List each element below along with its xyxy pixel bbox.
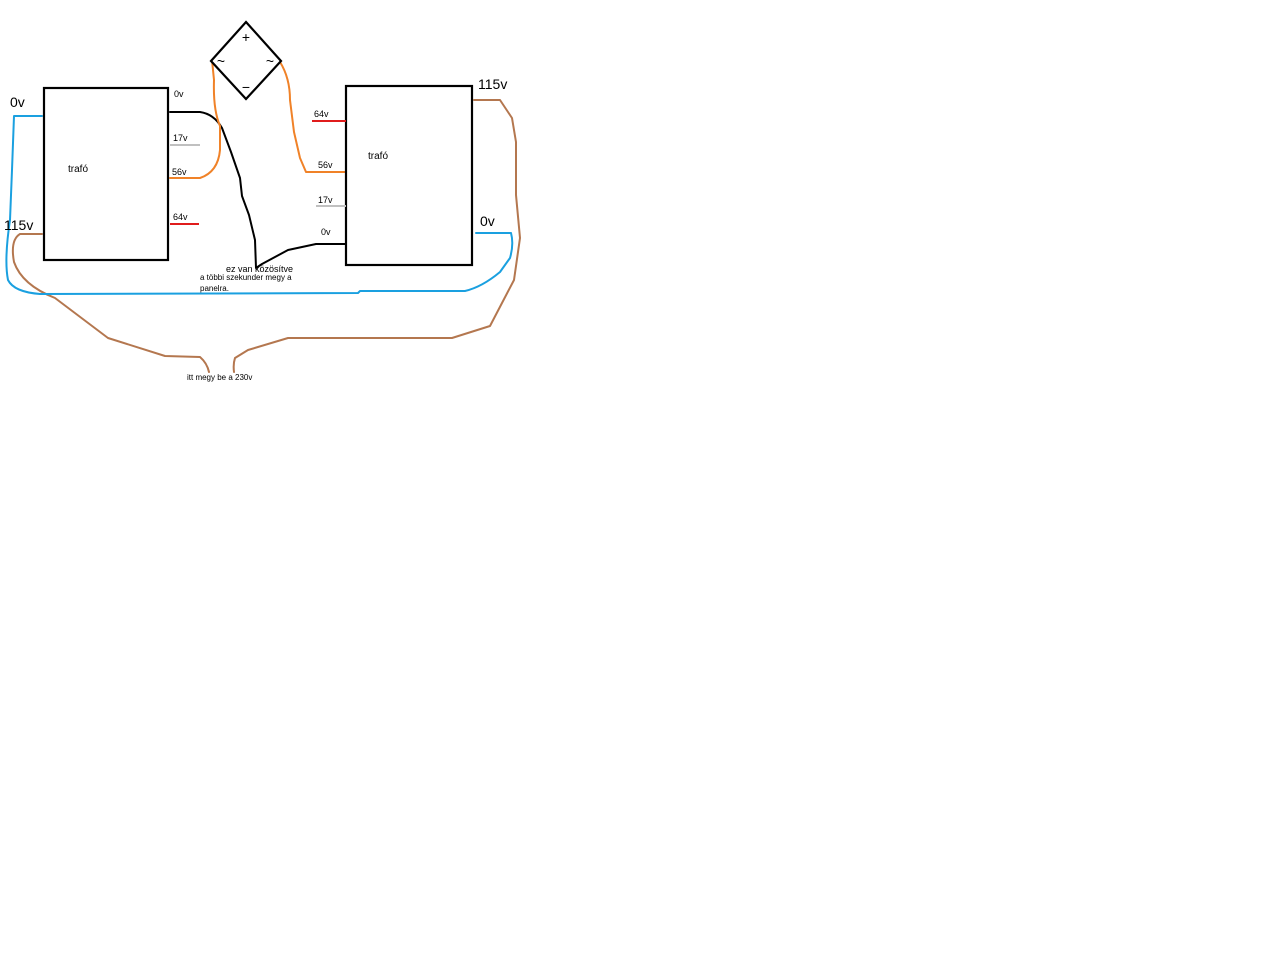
rectifier-ac-right-symbol: ~ [266, 53, 274, 69]
common-zero-wire [169, 111, 347, 269]
right-transformer-box [344, 84, 474, 267]
left-sec-17v-label: 17v [173, 133, 188, 143]
right-primary-top-label: 115v [478, 76, 507, 92]
rectifier-minus-symbol: − [242, 79, 250, 95]
right-sec-17v-label: 17v [318, 195, 333, 205]
wire-56v-left [169, 59, 221, 179]
rectifier-ac-left-symbol: ~ [217, 53, 225, 69]
common-note: ez van közösítve [226, 264, 293, 274]
secondary-note-line2: panelra. [200, 284, 229, 293]
right-sec-0v-label: 0v [321, 227, 331, 237]
left-primary-bottom-label: 115v [4, 217, 33, 233]
right-sec-56v-label: 56v [318, 160, 333, 170]
left-primary-top-label: 0v [10, 94, 25, 110]
mains-note: itt megy be a 230v [187, 373, 252, 382]
wire-56v-right [279, 61, 347, 173]
primary-zero-wire [5, 115, 514, 295]
left-sec-64v-label: 64v [173, 212, 188, 222]
left-sec-56v-label: 56v [172, 167, 187, 177]
right-transformer-name: trafó [368, 151, 388, 162]
right-sec-64v-label: 64v [314, 109, 329, 119]
left-transformer-name: trafó [68, 164, 88, 175]
left-transformer-box [42, 86, 170, 262]
left-sec-0v-label: 0v [174, 89, 184, 99]
mains-wire-right [232, 99, 521, 373]
rectifier-plus-symbol: + [242, 29, 250, 45]
right-primary-bottom-label: 0v [480, 213, 495, 229]
rectifier-bridge [209, 20, 283, 101]
secondary-note-line1: a többi szekunder megy a [200, 273, 292, 282]
mains-wire-left [11, 233, 210, 373]
